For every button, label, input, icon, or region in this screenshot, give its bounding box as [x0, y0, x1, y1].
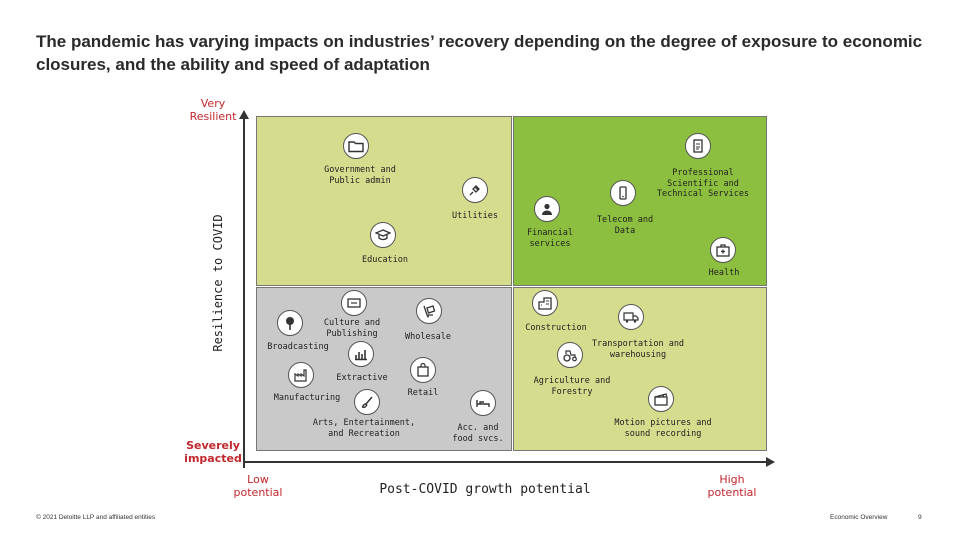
footer-copyright: © 2021 Deloitte LLP and affiliated entit…: [36, 514, 156, 521]
footer-page-number: 9: [918, 514, 922, 521]
industry-label-retail: Retail: [407, 388, 439, 398]
truck-icon: [618, 304, 644, 330]
industry-label-education: Education: [361, 255, 409, 265]
shopping-bag-icon: [410, 357, 436, 383]
factory-icon: [288, 362, 314, 388]
x-axis-line: [243, 461, 768, 463]
clapperboard-icon: [648, 386, 674, 412]
industry-label-professional: Professional Scientific and Technical Se…: [656, 168, 750, 199]
tree-icon: [277, 310, 303, 336]
y-axis-arrow: [239, 110, 249, 119]
industry-label-manufacturing: Manufacturing: [273, 393, 341, 403]
bed-icon: [470, 390, 496, 416]
x-axis-low-label: Low potential: [233, 473, 283, 499]
industry-label-extractive: Extractive: [336, 373, 388, 383]
x-axis-arrow: [766, 457, 775, 467]
industry-label-telecom: Telecom and Data: [596, 215, 654, 236]
person-icon: [534, 196, 560, 222]
page-title: The pandemic has varying impacts on indu…: [36, 32, 923, 74]
industry-label-wholesale: Wholesale: [404, 332, 452, 342]
y-axis-top-label: Very Resilient: [189, 97, 237, 123]
document-icon: [685, 133, 711, 159]
industry-label-motion: Motion pictures and sound recording: [614, 418, 712, 439]
y-axis-line: [243, 118, 245, 468]
x-axis-title: Post-COVID growth potential: [379, 482, 591, 497]
industry-label-culture: Culture and Publishing: [323, 318, 381, 339]
bar-chart-icon: [348, 341, 374, 367]
y-axis-bottom-label: Severely impacted: [184, 439, 242, 465]
folder-icon: [343, 133, 369, 159]
y-axis-title: Resilience to COVID: [211, 214, 225, 352]
medical-kit-icon: [710, 237, 736, 263]
trolley-icon: [416, 298, 442, 324]
industry-label-government: Government and Public admin: [324, 165, 396, 186]
industry-label-construction: Construction: [525, 323, 587, 333]
industry-label-health: Health: [708, 268, 740, 278]
tractor-icon: [557, 342, 583, 368]
industry-label-agriculture: Agriculture and Forestry: [533, 376, 611, 397]
plug-icon: [462, 177, 488, 203]
building-icon: [532, 290, 558, 316]
industry-label-arts: Arts, Entertainment, and Recreation: [312, 418, 416, 439]
x-axis-high-label: High potential: [707, 473, 757, 499]
paint-brush-icon: [354, 389, 380, 415]
industry-label-broadcasting: Broadcasting: [267, 342, 329, 352]
industry-label-financial: Financial services: [526, 228, 574, 249]
industry-label-utilities: Utilities: [451, 211, 499, 221]
phone-icon: [610, 180, 636, 206]
graduation-cap-icon: [370, 222, 396, 248]
book-icon: [341, 290, 367, 316]
industry-label-accommodation: Acc. and food svcs.: [452, 423, 504, 444]
industry-label-transportation: Transportation and warehousing: [591, 339, 685, 360]
footer-section: Economic Overview: [830, 514, 888, 521]
